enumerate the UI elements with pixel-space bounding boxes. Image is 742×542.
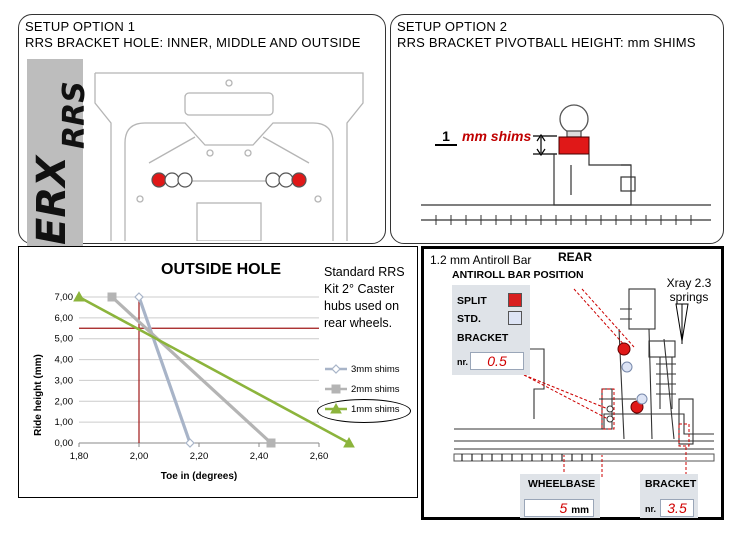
data-point-1 [107,292,117,302]
erx-rrs-logo: ERX RRS [27,59,92,249]
y-tick-label: 1,00 [55,417,74,428]
series-line-1 [110,295,273,445]
option1-title: SETUP OPTION 1 RRS BRACKET HOLE: INNER, … [25,19,361,51]
y-tick-label: 2,00 [55,396,74,407]
data-point-2 [343,436,355,448]
data-point-1 [266,438,276,448]
legend-marker-0 [331,364,341,374]
logo-erx-text: ERX [29,156,75,245]
y-tick-label: 7,00 [55,292,74,303]
std-swatch [508,311,522,325]
data-point-0 [185,438,195,448]
chart-note: Standard RRS Kit 2° Caster hubs used on … [324,265,405,330]
suspension-drawing [453,288,715,477]
split-label: SPLIT [457,295,487,307]
pivotball-drawing [421,104,711,225]
x-tick-label: 1,80 [70,451,89,462]
bracket2-label: BRACKET [645,478,697,490]
antiroll-title: 1.2 mm Antiroll Bar [430,253,532,267]
wheelbase-value-field: 5 mm [524,499,594,517]
option2-title: SETUP OPTION 2 RRS BRACKET PIVOTBALL HEI… [397,19,696,51]
shim-label: 1 mm shims [435,128,531,146]
option1-title-line2: RRS BRACKET HOLE: INNER, MIDDLE AND OUTS… [25,35,361,50]
y-tick-label: 5,00 [55,334,74,345]
x-tick-label: 2,00 [130,451,149,462]
setup-option-2-panel: SETUP OPTION 2 RRS BRACKET PIVOTBALL HEI… [390,14,724,244]
chassis-bracket-drawing [94,72,364,241]
bracket2-nr-label: nr. [645,504,657,514]
option1-title-line1: SETUP OPTION 1 [25,19,136,34]
option2-title-line1: SETUP OPTION 2 [397,19,508,34]
x-tick-label: 2,20 [190,451,209,462]
series-line-0 [137,296,192,444]
bracket-nr-label: nr. [457,357,469,367]
x-tick-label: 2,60 [310,451,329,462]
y-tick-label: 4,00 [55,355,74,366]
legend-label-2: 1mm shims [351,404,400,415]
data-point-2 [73,290,85,302]
legend-label-1: 2mm shims [351,384,400,395]
chart-panel: OUTSIDE HOLE Standard RRS Kit 2° Caster … [18,246,418,498]
chart-title: OUTSIDE HOLE [161,261,282,278]
shim-unit-label: mm shims [462,128,532,144]
antiroll-position-label: ANTIROLL BAR POSITION [452,269,584,281]
y-tick-label: 0,00 [55,438,74,449]
x-axis-label: Toe in (degrees) [161,471,238,482]
antiroll-panel: 1.2 mm Antiroll Bar REAR ANTIROLL BAR PO… [421,246,724,520]
bracket2-value-field: 3.5 [660,499,694,517]
shim-value: 1 [435,128,457,146]
y-tick-label: 3,00 [55,375,74,386]
springs-label: Xray 2.3 springs [666,276,712,304]
bracket-value-field: 0.5 [470,352,524,370]
wheelbase-unit: mm [571,505,589,516]
legend-marker-2 [330,402,342,414]
split-swatch [508,293,522,307]
rear-label: REAR [558,250,593,264]
legend-marker-1 [331,384,341,394]
ride-height-chart: 0,00 1,00 2,00 3,00 4,00 5,00 6,00 7,00 1,80 2,00… [33,290,400,482]
legend-label-0: 3mm shims [351,364,400,375]
y-tick-label: 6,00 [55,313,74,324]
bracket-label: BRACKET [457,332,509,344]
wheelbase-value: 5 [559,500,568,516]
option2-title-line2: RRS BRACKET PIVOTBALL HEIGHT: mm SHIMS [397,35,696,50]
series-line-2 [78,295,350,445]
legend-highlight-ellipse [317,399,411,423]
wheelbase-label: WHEELBASE [528,478,596,490]
std-label: STD. [457,313,481,325]
x-tick-label: 2,40 [250,451,269,462]
y-axis-label: Ride height (mm) [33,354,44,436]
setup-option-1-panel: SETUP OPTION 1 RRS BRACKET HOLE: INNER, … [18,14,386,249]
data-point-0 [134,292,144,302]
